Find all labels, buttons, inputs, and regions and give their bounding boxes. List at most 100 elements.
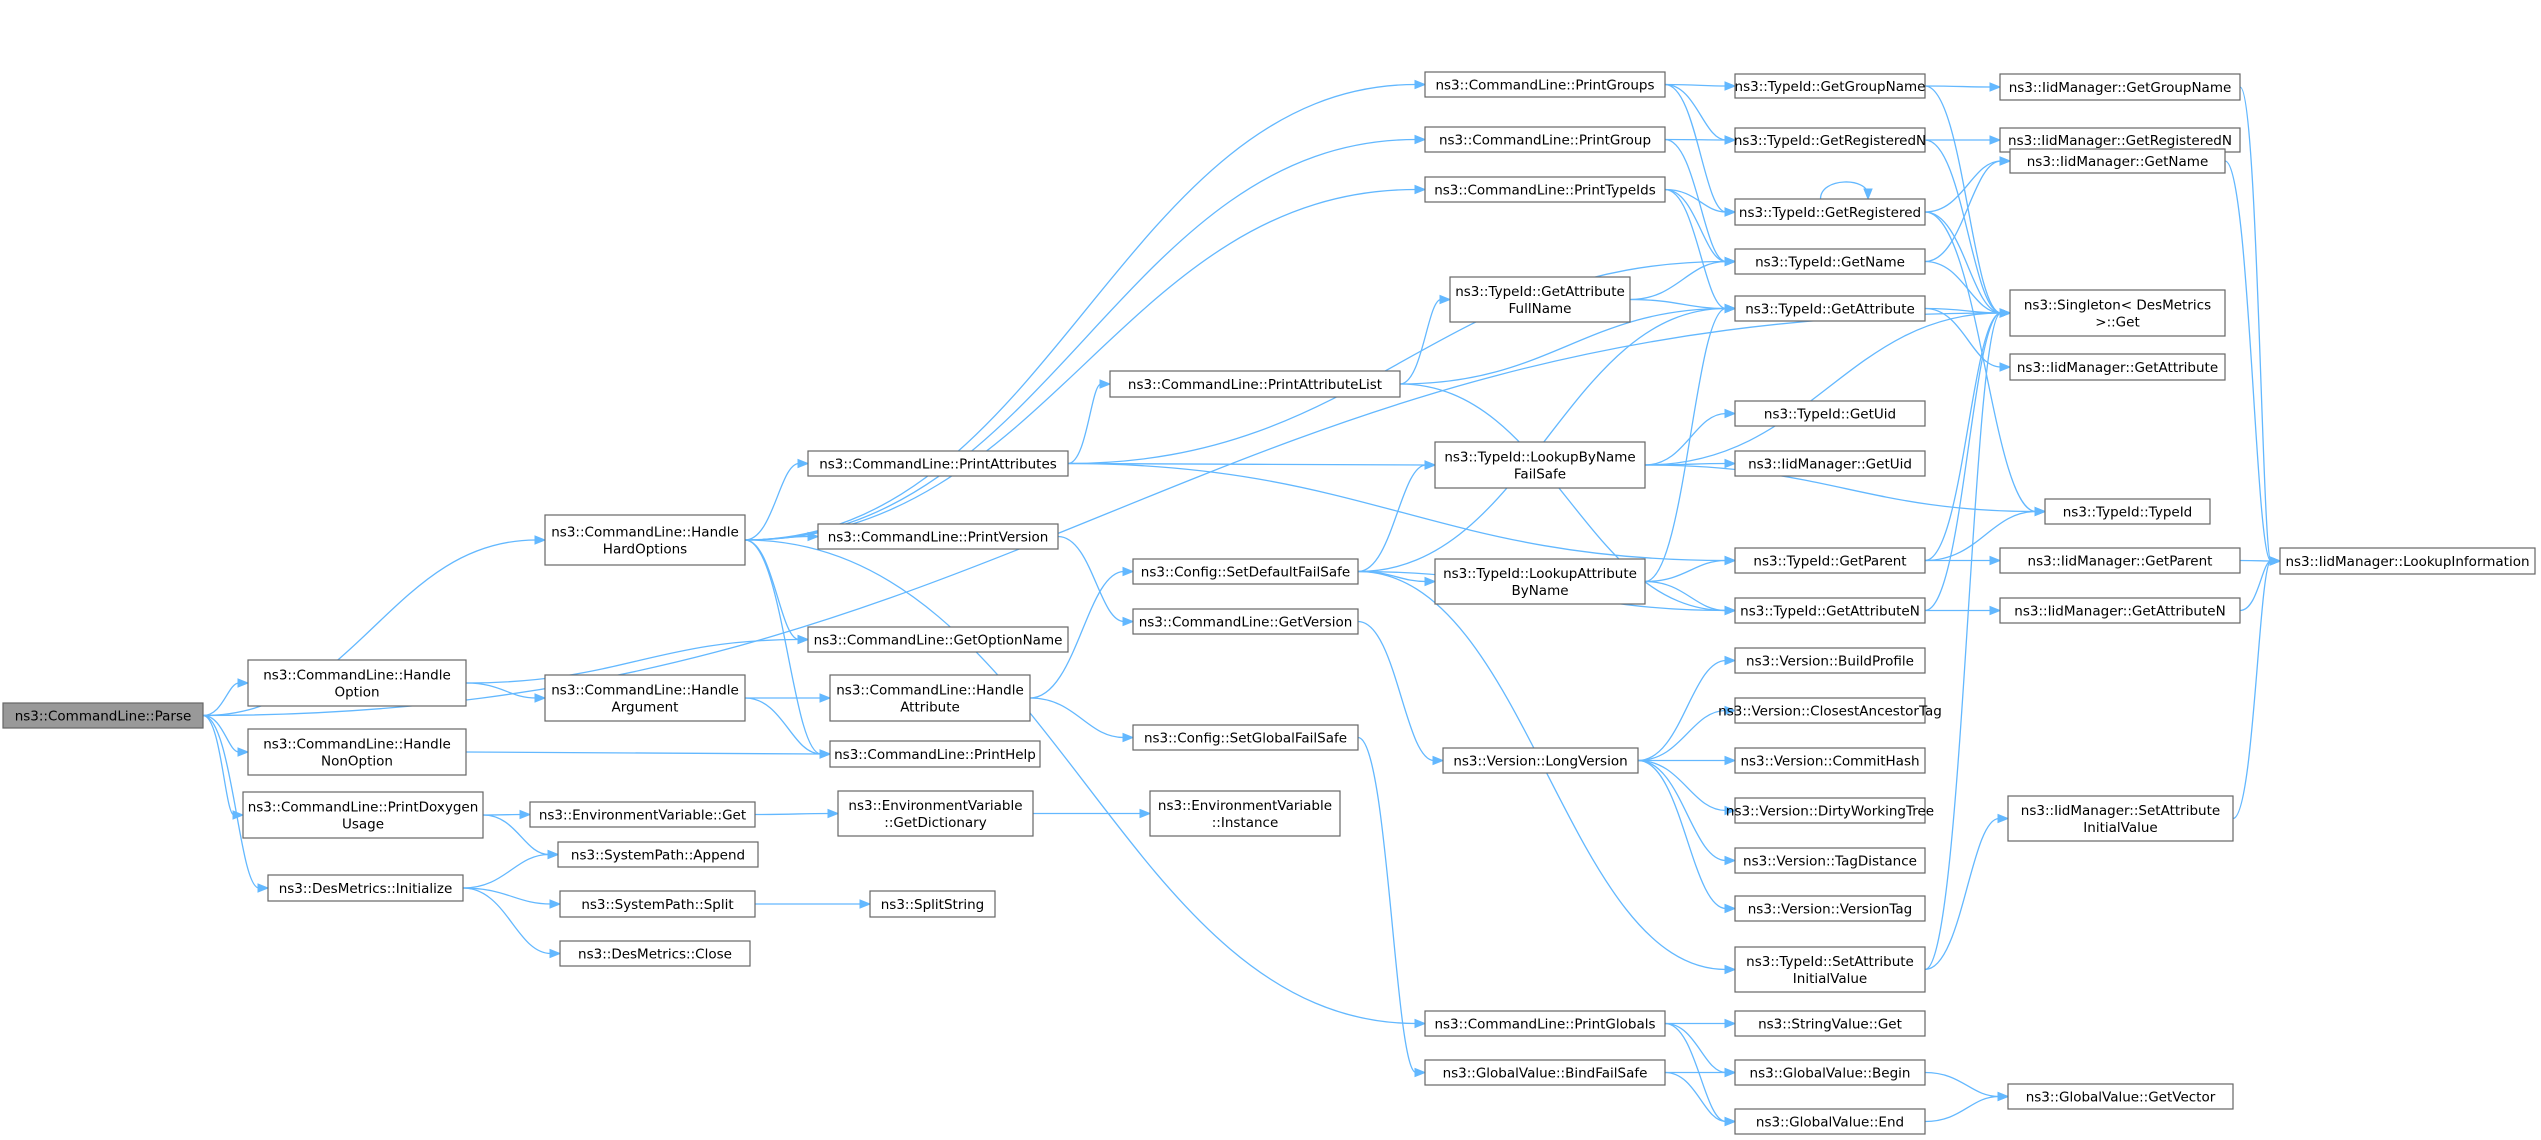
node-n44[interactable]: ns3::Version::DirtyWorkingTree	[1726, 797, 1934, 824]
node-n22[interactable]: ns3::Config::SetGlobalFailSafe	[1132, 724, 1359, 751]
node-n8[interactable]: ns3::CommandLine::PrintTypeIds	[1424, 176, 1666, 203]
node-n16[interactable]: ns3::SystemPath::Split	[559, 890, 756, 918]
node-box	[1999, 597, 2241, 624]
node-n54[interactable]: ns3::Singleton< DesMetrics >::Get	[2009, 289, 2226, 337]
node-n11[interactable]: ns3::CommandLine::GetOptionName	[807, 626, 1069, 653]
node-n57[interactable]: ns3::IidManager::GetParent	[1999, 547, 2241, 574]
node-n13[interactable]: ns3::CommandLine::PrintHelp	[829, 740, 1041, 768]
edge-n2-n12	[465, 682, 547, 703]
node-box	[1734, 547, 1926, 574]
node-label: ns3::CommandLine::GetVersion	[1139, 615, 1353, 631]
edge-n35-n53	[1924, 156, 2012, 263]
node-n52[interactable]: ns3::IidManager::GetRegisteredN	[1999, 127, 2241, 153]
node-label: ns3::GlobalValue::GetVector	[2026, 1090, 2216, 1106]
node-n60[interactable]: ns3::GlobalValue::GetVector	[2007, 1083, 2234, 1110]
node-n59[interactable]: ns3::IidManager::SetAttributeInitialValu…	[2007, 795, 2234, 842]
node-n43[interactable]: ns3::Version::CommitHash	[1734, 747, 1926, 774]
node-n41[interactable]: ns3::Version::BuildProfile	[1734, 647, 1926, 674]
node-n31[interactable]: ns3::GlobalValue::BindFailSafe	[1424, 1059, 1666, 1086]
node-n56[interactable]: ns3::TypeId::TypeId	[2044, 498, 2211, 525]
node-label: ns3::SystemPath::Split	[581, 897, 733, 913]
node-n39[interactable]: ns3::TypeId::GetParent	[1734, 547, 1926, 574]
node-n51[interactable]: ns3::IidManager::GetGroupName	[1999, 73, 2241, 101]
edge-n22-n31	[1357, 736, 1427, 1078]
node-n24[interactable]: ns3::SplitString	[869, 890, 996, 918]
edge-n6-n33	[1664, 83, 1737, 145]
node-n36[interactable]: ns3::TypeId::GetAttribute	[1734, 295, 1926, 322]
node-label: ns3::TypeId::LookupByName	[1444, 450, 1635, 466]
node-box	[2009, 289, 2226, 337]
node-n58[interactable]: ns3::IidManager::GetAttributeN	[1999, 597, 2241, 624]
node-n45[interactable]: ns3::Version::TagDistance	[1734, 847, 1926, 874]
node-n38[interactable]: ns3::IidManager::GetUid	[1734, 450, 1926, 477]
node-n33[interactable]: ns3::TypeId::GetRegisteredN	[1734, 127, 1926, 153]
node-label: ns3::CommandLine::PrintVersion	[828, 530, 1049, 546]
node-n53[interactable]: ns3::IidManager::GetName	[2009, 148, 2226, 174]
node-n30[interactable]: ns3::CommandLine::PrintGlobals	[1424, 1010, 1666, 1037]
edge-n6-n34	[1664, 83, 1737, 217]
node-label: ns3::IidManager::GetUid	[1748, 457, 1912, 473]
node-n55[interactable]: ns3::IidManager::GetAttribute	[2009, 353, 2226, 381]
edge-n0-n4	[202, 714, 245, 820]
node-box	[1734, 1108, 1926, 1135]
edge-n39-n57	[1924, 555, 2002, 566]
node-n14[interactable]: ns3::EnvironmentVariable::Get	[529, 801, 756, 828]
node-label: Usage	[342, 817, 384, 833]
node-n15[interactable]: ns3::SystemPath::Append	[557, 841, 759, 868]
node-n32[interactable]: ns3::TypeId::GetGroupName	[1734, 73, 1926, 99]
node-box	[559, 890, 756, 918]
edge-n28-n43	[1638, 755, 1737, 766]
node-n28[interactable]: ns3::Version::LongVersion	[1442, 747, 1639, 774]
node-label: ns3::CommandLine::PrintGlobals	[1434, 1017, 1655, 1033]
node-n17[interactable]: ns3::DesMetrics::Close	[559, 940, 751, 967]
node-n20[interactable]: ns3::CommandLine::GetVersion	[1132, 608, 1359, 635]
node-label: ns3::DesMetrics::Initialize	[279, 881, 453, 897]
node-label: ns3::CommandLine::Handle	[263, 737, 451, 753]
node-n18[interactable]: ns3::CommandLine::PrintAttributeList	[1109, 370, 1401, 398]
node-n61[interactable]: ns3::IidManager::LookupInformation	[2279, 547, 2536, 575]
edge-n58-n61	[2239, 556, 2282, 612]
node-label: ns3::TypeId::GetAttribute	[1455, 284, 1625, 300]
node-n7[interactable]: ns3::CommandLine::PrintGroup	[1424, 126, 1666, 153]
node-n50[interactable]: ns3::GlobalValue::End	[1734, 1108, 1926, 1135]
node-n10[interactable]: ns3::CommandLine::PrintVersion	[817, 523, 1059, 550]
node-n49[interactable]: ns3::GlobalValue::Begin	[1734, 1059, 1926, 1086]
node-n23[interactable]: ns3::EnvironmentVariable::GetDictionary	[837, 790, 1034, 837]
node-n5[interactable]: ns3::DesMetrics::Initialize	[267, 874, 464, 902]
node-label: ns3::IidManager::LookupInformation	[2285, 554, 2529, 570]
edge-n32-n54	[1924, 85, 2012, 318]
node-n0[interactable]: ns3::CommandLine::Parse	[2, 702, 204, 729]
node-n6[interactable]: ns3::CommandLine::PrintGroups	[1424, 71, 1666, 98]
node-n48[interactable]: ns3::StringValue::Get	[1734, 1010, 1926, 1037]
node-box	[1424, 71, 1666, 98]
node-n19[interactable]: ns3::Config::SetDefaultFailSafe	[1132, 558, 1359, 585]
node-n40[interactable]: ns3::TypeId::GetAttributeN	[1734, 597, 1926, 624]
node-box	[544, 514, 746, 566]
node-n29[interactable]: ns3::EnvironmentVariable::Instance	[1149, 790, 1341, 837]
node-label: ns3::CommandLine::GetOptionName	[814, 633, 1063, 649]
node-label: ns3::TypeId::SetAttribute	[1746, 954, 1914, 970]
node-box	[1734, 747, 1926, 774]
edge-n21-n19	[1029, 566, 1135, 699]
node-n34[interactable]: ns3::TypeId::GetRegistered	[1734, 198, 1926, 226]
node-box	[1734, 198, 1926, 226]
node-n42[interactable]: ns3::Version::ClosestAncestorTag	[1718, 697, 1942, 724]
node-n46[interactable]: ns3::Version::VersionTag	[1734, 895, 1926, 922]
node-n9[interactable]: ns3::CommandLine::PrintAttributes	[807, 450, 1069, 477]
node-box	[1149, 790, 1341, 837]
edge-n53-n61	[2224, 160, 2282, 566]
edge-n2-n11	[465, 634, 810, 684]
node-n35[interactable]: ns3::TypeId::GetName	[1734, 248, 1926, 275]
node-n37[interactable]: ns3::TypeId::GetUid	[1734, 400, 1926, 427]
